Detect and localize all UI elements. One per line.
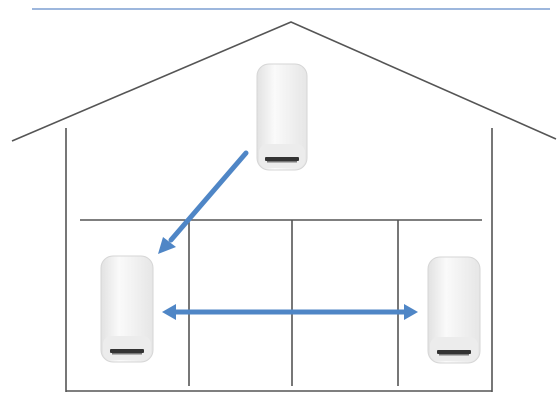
router-vent-icon xyxy=(265,157,299,163)
house-roof xyxy=(11,21,557,142)
router-lower-right-device xyxy=(427,256,481,364)
house-frame xyxy=(65,128,493,392)
router-vent-icon xyxy=(437,350,471,356)
router-lower-left-device xyxy=(100,255,154,363)
arrow-upper-to-left xyxy=(158,150,249,254)
router-upper-device xyxy=(256,63,308,171)
arrow-left-right-bidirectional xyxy=(162,304,418,320)
router-vent-icon xyxy=(110,349,144,355)
